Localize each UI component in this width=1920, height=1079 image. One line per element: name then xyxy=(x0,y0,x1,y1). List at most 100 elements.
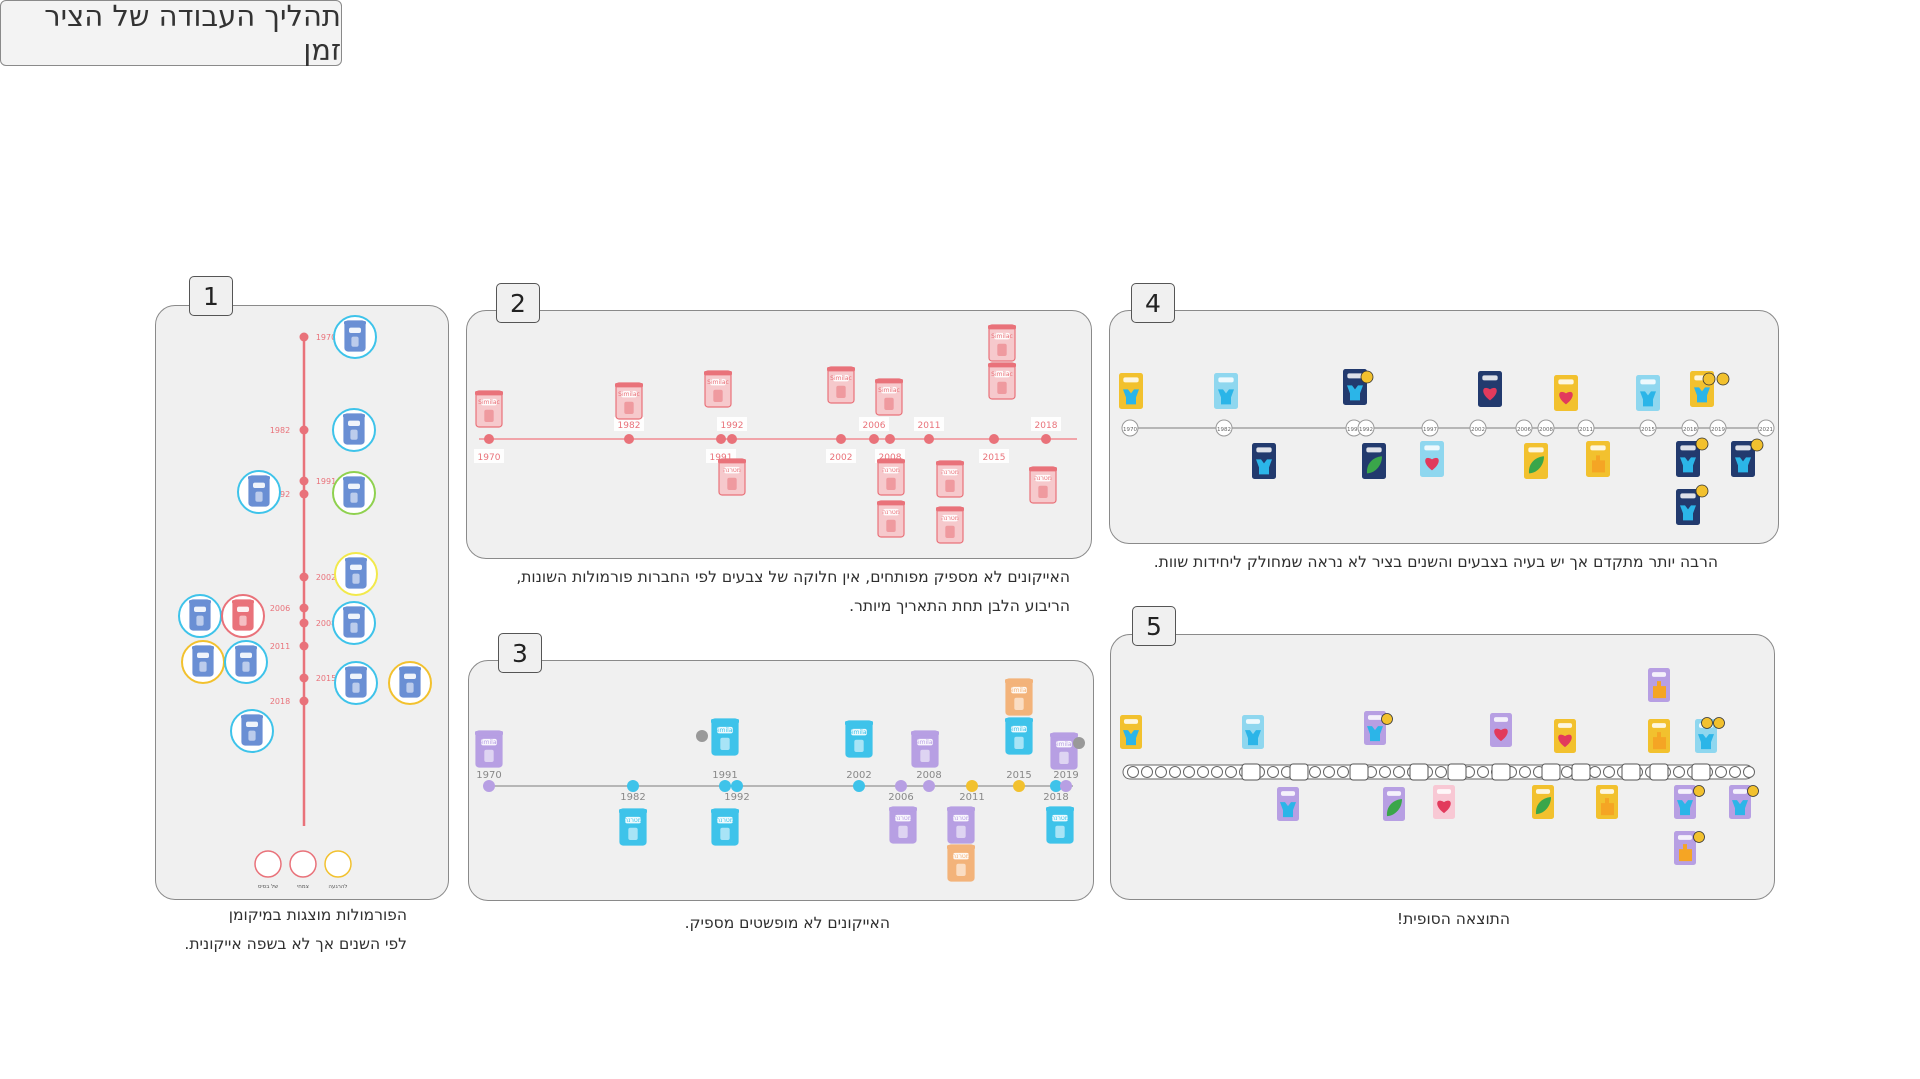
can-brand-text: Similac xyxy=(914,739,936,746)
can-label xyxy=(237,606,249,612)
year-label-1982: 1982 xyxy=(1217,427,1231,433)
formula-can-icon xyxy=(189,599,211,631)
formula-can-icon: מטרנה xyxy=(877,500,905,538)
year-label-2006: 2006 xyxy=(1517,427,1531,433)
can-label xyxy=(246,721,258,727)
formula-can-icon: מטרנה xyxy=(718,458,746,496)
formula-can-icon: Similac xyxy=(475,390,503,428)
bag-label xyxy=(1123,377,1139,383)
heart-icon xyxy=(1559,391,1573,405)
panel-4-number: 4 xyxy=(1131,283,1175,323)
formula-can-icon xyxy=(345,666,367,698)
bag-label xyxy=(1347,373,1363,379)
hand-icon xyxy=(1653,732,1666,750)
can-label xyxy=(350,673,362,679)
year-box xyxy=(614,417,644,431)
leaf-icon xyxy=(1366,456,1382,474)
shirt-icon xyxy=(1367,726,1383,742)
can-figure xyxy=(884,397,894,410)
year-badge-icon xyxy=(1750,438,1764,452)
can-lid xyxy=(947,807,975,812)
hand-icon xyxy=(1601,798,1614,816)
panel-5 xyxy=(1110,634,1775,900)
can-label xyxy=(717,816,733,824)
legend-circle xyxy=(289,850,317,878)
panel-2-caption-line-1: האייקונים לא מספיק מפותחים, אין חלוקה של… xyxy=(516,568,1070,586)
can-label xyxy=(481,738,497,746)
can-figure xyxy=(350,492,358,503)
year-dot xyxy=(299,476,309,486)
year-dot xyxy=(299,618,309,628)
can-label xyxy=(240,652,252,658)
can-lid xyxy=(947,845,975,850)
bag-label xyxy=(1651,672,1667,677)
panel-4-caption: הרבה יותר מתקדם אך יש בעיה בצבעים והשנים… xyxy=(1154,548,1718,577)
bag-label xyxy=(1558,379,1574,385)
year-marker xyxy=(1289,763,1309,781)
formula-can-icon: מטרנה xyxy=(947,806,975,844)
bag-label xyxy=(1424,445,1440,451)
panel-1-caption: הפורמולות מוצגות במיקומן לפי השנים אך לא… xyxy=(184,901,407,959)
bag-label xyxy=(1280,791,1296,796)
can-figure xyxy=(854,739,864,752)
can-figure xyxy=(727,477,737,490)
chain-link xyxy=(1323,766,1335,778)
can-label xyxy=(1056,740,1072,748)
year-label-2018: 2018 xyxy=(1683,427,1697,433)
formula-bag-icon xyxy=(1648,668,1670,702)
can-lid xyxy=(988,363,1016,368)
shirt-icon xyxy=(1218,389,1234,405)
formula-can-icon xyxy=(343,606,365,638)
can-figure xyxy=(997,381,1007,394)
formula-can-icon xyxy=(241,714,263,746)
legend-label: של בסיס xyxy=(258,883,278,890)
formula-bag-icon xyxy=(1532,785,1554,819)
formula-can-icon: Similac xyxy=(827,366,855,404)
can-brand-text: Similac xyxy=(1053,741,1075,748)
year-dot xyxy=(483,780,495,792)
heart-icon xyxy=(1558,734,1572,748)
can-figure xyxy=(350,429,358,440)
year-label-2002: 2002 xyxy=(316,573,336,582)
can-brand-text: מטרנה xyxy=(952,815,970,822)
year-label-2002: 2002 xyxy=(1471,427,1485,433)
year-label-2011: 2011 xyxy=(959,792,984,803)
formula-bag-icon xyxy=(1731,441,1755,477)
can-lid xyxy=(1050,733,1078,738)
can-figure xyxy=(898,825,908,838)
leaf-icon xyxy=(1386,799,1402,817)
can-label xyxy=(625,816,641,824)
year-dot xyxy=(1469,419,1487,437)
panel-2-caption-line-2: הריבוע הלבן תחת התאריך מיותר. xyxy=(849,597,1070,615)
chain-link xyxy=(1197,766,1209,778)
panel-1-number: 1 xyxy=(189,276,233,316)
year-dot xyxy=(731,780,743,792)
year-dot xyxy=(719,780,731,792)
can-label xyxy=(994,332,1010,340)
can-brand-text: מטרנה xyxy=(716,817,734,824)
chain-link xyxy=(1379,766,1391,778)
year-marker xyxy=(1541,763,1561,781)
chain-link xyxy=(1743,766,1755,778)
can-brand-text: Similac xyxy=(714,727,736,734)
heart-icon xyxy=(1494,728,1508,742)
year-label-2008: 2008 xyxy=(1539,427,1553,433)
formula-can-icon xyxy=(235,645,257,677)
year-dot xyxy=(966,780,978,792)
bag-label xyxy=(1677,835,1693,840)
can-lid xyxy=(711,809,739,814)
can-brand-text: מטרנה xyxy=(1051,815,1069,822)
year-marker xyxy=(1447,763,1467,781)
formula-bag-icon xyxy=(1478,371,1502,407)
year-label-2006: 2006 xyxy=(270,604,290,613)
formula-can-icon xyxy=(343,413,365,445)
chain-link xyxy=(1729,766,1741,778)
formula-can-icon: מטרנה xyxy=(711,808,739,846)
year-badge-icon xyxy=(1695,484,1709,498)
can-lid xyxy=(615,383,643,388)
year-dot xyxy=(895,780,907,792)
formula-bag-icon xyxy=(1648,719,1670,753)
year-dot xyxy=(1515,419,1533,437)
year-dot xyxy=(1681,419,1699,437)
can-figure xyxy=(956,825,966,838)
